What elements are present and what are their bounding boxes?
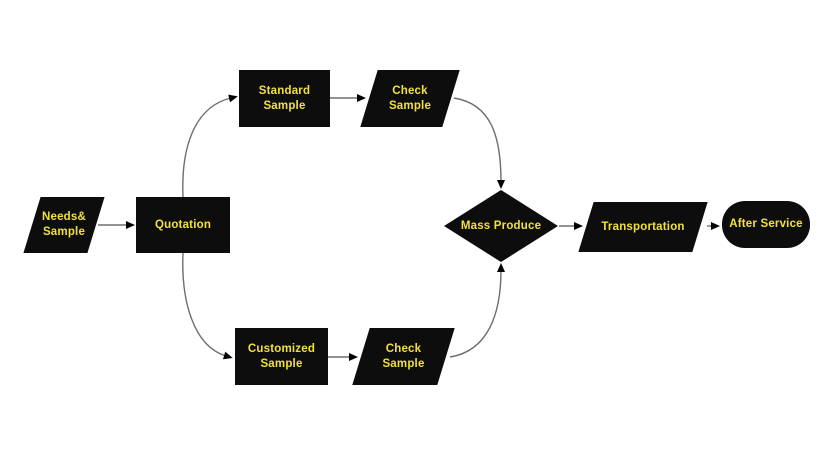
- rectangle-shape: [235, 328, 328, 385]
- connector-quotation-to-standard: [182, 94, 238, 198]
- node-label: Standard Sample: [258, 84, 311, 112]
- node-label: After Service: [729, 218, 803, 231]
- node-label: Needs& Sample: [41, 211, 87, 238]
- connector-checkbottom-to-diamond: [449, 263, 505, 358]
- node-needs-sample: Needs& Sample: [23, 197, 105, 253]
- node-label: Quotation: [154, 218, 212, 231]
- rectangle-shape: [239, 70, 330, 127]
- node-label: Transportation: [601, 220, 685, 233]
- node-quotation: Quotation: [136, 197, 230, 253]
- node-label: Check Sample: [388, 84, 432, 112]
- node-label: Check Sample: [382, 342, 425, 370]
- node-after-service: After Service: [722, 201, 810, 248]
- node-customized-sample: Customized Sample: [235, 328, 328, 385]
- node-check-sample-bottom: Check Sample: [352, 328, 455, 385]
- node-standard-sample: Standard Sample: [239, 70, 330, 127]
- connector-checktop-to-diamond: [453, 97, 505, 189]
- stadium-shape: [722, 201, 810, 248]
- rectangle-shape: [136, 197, 230, 253]
- node-label: Mass Produce: [460, 219, 542, 232]
- node-check-sample-top: Check Sample: [360, 70, 460, 127]
- node-transportation: Transportation: [578, 202, 708, 252]
- node-label: Customized Sample: [247, 342, 316, 370]
- connector-quotation-to-customized: [182, 252, 233, 360]
- node-mass-produce: Mass Produce: [444, 190, 558, 262]
